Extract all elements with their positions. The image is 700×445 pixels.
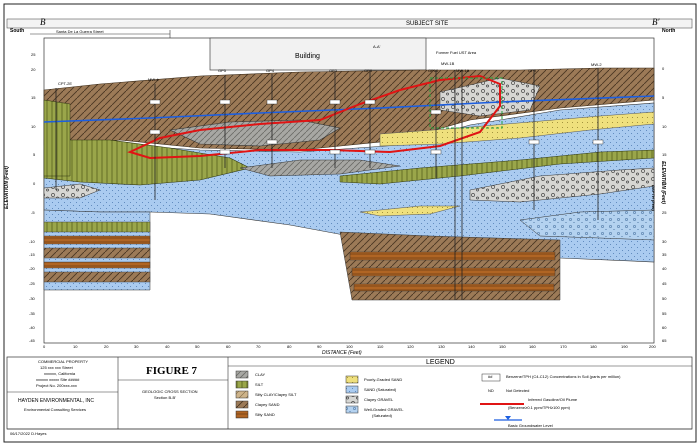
- legend-sample-value: ##: [488, 374, 493, 379]
- legend-swatch-gravel: [345, 395, 359, 404]
- boring-label: MW-1A: [456, 68, 470, 73]
- boring-label: MW-1B: [441, 61, 455, 66]
- legend-swatch-sample: [481, 373, 501, 382]
- unit-right-lower-stack: [339, 231, 561, 301]
- boring-posts: [55, 68, 599, 300]
- boring-label: GP10: [428, 68, 439, 73]
- section-ref-label: A-A': [373, 44, 381, 49]
- street-label: Santa De La Guerra Street: [56, 29, 104, 34]
- legend-title: LEGEND: [426, 359, 455, 366]
- top-bar: [6, 18, 693, 29]
- legend-swatch-clay: [235, 370, 249, 379]
- legend-label: Basic Groundwater Level: [508, 423, 553, 428]
- boring-label: GP3: [329, 68, 338, 73]
- subject-site-label: SUBJECT SITE: [406, 21, 449, 27]
- unit-clay-lens: [168, 119, 341, 147]
- legend-label: Poorly-Graded SAND: [364, 377, 403, 382]
- legend-label: Silty SAND: [255, 412, 275, 417]
- legend-label: SAND (Saturated): [364, 387, 397, 392]
- legend-label: Inferred Gasoline/Oil Plume: [528, 397, 578, 402]
- inferred-plume: [127, 74, 501, 160]
- boring-label: CPT-2E: [58, 81, 73, 86]
- boring-label: MW-4: [148, 77, 159, 82]
- legend-swatch-silty-sand: [235, 410, 249, 419]
- building-label: Building: [295, 53, 320, 60]
- figure-subtitle: GEOLOGIC CROSS SECTION: [142, 389, 198, 394]
- company-subtitle: Environmental Consulting Services: [24, 407, 87, 412]
- legend-swatch-silty-clay: [235, 390, 249, 399]
- sheet-border: [3, 3, 697, 443]
- former-ust-label: Former Fuel UST Area: [436, 50, 477, 55]
- legend-swatch-sat-sand: [345, 385, 359, 394]
- south-label: South: [10, 28, 25, 34]
- section-end-label: B': [652, 17, 660, 27]
- left-axis-title: ELEVATION (Feet): [3, 166, 10, 209]
- boring-label: MW-2: [591, 62, 602, 67]
- figure-number: FIGURE 7: [146, 365, 198, 377]
- legend-label: Not Detected: [506, 388, 530, 393]
- north-label: North: [662, 28, 676, 34]
- legend-label: CLAY: [255, 372, 266, 377]
- groundwater-line: [43, 95, 655, 123]
- company-name: HAYDEN ENVIRONMENTAL, INC: [18, 398, 94, 404]
- legend-swatch-well-gravel: [345, 405, 359, 414]
- legend-label: Clayey SAND: [255, 402, 280, 407]
- legend-swatch-clayey-sand: [235, 400, 249, 409]
- boring-label: GP5: [218, 68, 227, 73]
- figure-subtitle: Section B-B': [154, 395, 176, 400]
- boring-label: GP9: [528, 68, 537, 73]
- x-axis-title: DISTANCE (Feet): [322, 350, 362, 356]
- legend-nd-label: ND: [488, 388, 494, 393]
- legend-water-marker: [505, 416, 511, 420]
- section-start-label: B: [40, 17, 46, 27]
- legend-note: (Benzene≥0.1 ppm/TPH≥100 ppm): [508, 405, 570, 410]
- legend-label: Silty CLAY/Clayey SILT: [255, 392, 297, 397]
- boring-label: GP4: [266, 68, 275, 73]
- legend-swatch-silt: [235, 380, 249, 389]
- legend-label: SILT: [255, 382, 264, 387]
- unit-poor-sand-lens: [379, 111, 655, 147]
- legend-swatch-poor-sand: [345, 375, 359, 384]
- right-axis-subtitle: DEPTH (Feet): [650, 185, 656, 211]
- date-line: 06/17/2022 D.Hayes: [10, 431, 47, 436]
- unit-silt-lens: [43, 139, 251, 186]
- legend-label: Clayey GRAVEL: [364, 397, 394, 402]
- legend-note: (Saturated): [372, 413, 393, 418]
- former-ust-box: [429, 77, 503, 129]
- boring-label: GP8: [364, 68, 373, 73]
- legend-label: Benzene/TPH (C4-C12) Concentrations in S…: [506, 374, 621, 379]
- building-outline: [209, 37, 427, 71]
- legend-label: Well-Graded GRAVEL: [364, 407, 404, 412]
